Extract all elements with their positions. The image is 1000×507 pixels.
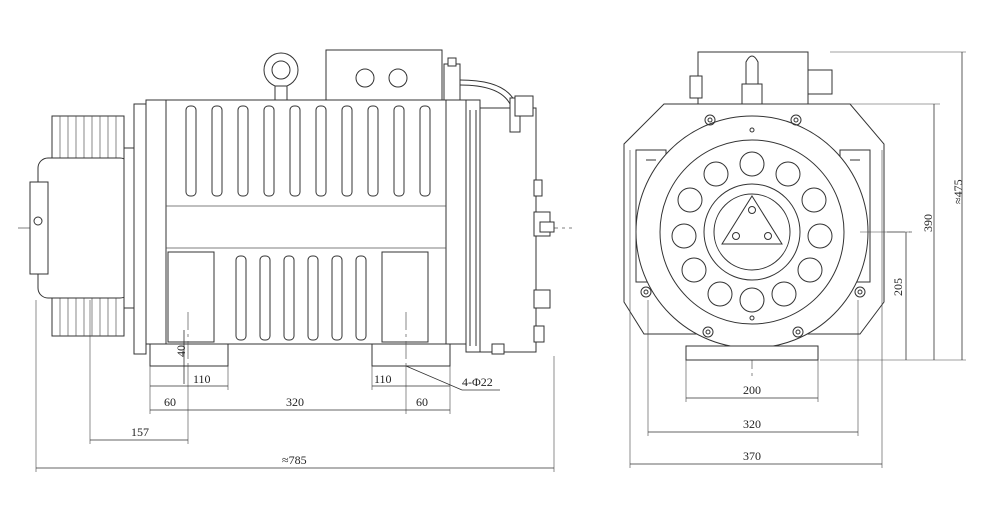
dim-320-feet: 320 <box>286 395 304 409</box>
dim-390: 390 <box>921 214 935 232</box>
cooling-fins-upper <box>185 105 431 197</box>
lifting-eye <box>263 52 299 101</box>
front-vent-holes <box>671 151 833 313</box>
side-window-right <box>381 251 429 343</box>
sheave-flange-left <box>123 147 135 309</box>
front-view: 200 320 370 205 390 ≈475 <box>623 51 966 468</box>
front-flange-inner <box>659 139 845 325</box>
shaft-nut <box>33 216 43 226</box>
cooling-fins-lower <box>235 255 367 341</box>
front-cable-gland-right <box>807 69 833 95</box>
side-view: 110 110 60 320 60 157 ≈785 40 4-Φ22 <box>18 49 572 472</box>
brake-bracket-upper <box>533 179 543 197</box>
sheave-hub <box>37 157 131 299</box>
front-terminal-box <box>689 51 833 107</box>
brake-bracket-lower <box>533 289 551 309</box>
dim-40: 40 <box>174 345 188 357</box>
front-shaft-triangle <box>721 195 783 245</box>
front-base <box>685 345 819 361</box>
dim-60-left: 60 <box>164 395 176 409</box>
side-window-left <box>167 251 215 343</box>
cable-gland-2 <box>388 68 408 88</box>
mounting-feet <box>149 312 451 367</box>
dim-370: 370 <box>743 449 761 463</box>
front-cable-gland-left <box>689 75 703 99</box>
side-view-dimensions: 110 110 60 320 60 157 ≈785 40 4-Φ22 <box>35 300 555 472</box>
cable-connector <box>443 63 461 101</box>
dim-60-right: 60 <box>416 395 428 409</box>
dim-157: 157 <box>131 425 149 439</box>
dim-110-right: 110 <box>374 372 392 386</box>
dim-mounting-holes: 4-Φ22 <box>462 375 493 389</box>
cable-gland-1 <box>355 68 375 88</box>
front-bolts <box>640 114 866 338</box>
dim-200: 200 <box>743 383 761 397</box>
dim-overall-length: ≈785 <box>282 453 307 467</box>
front-view-dimensions: 200 320 370 205 390 ≈475 <box>629 51 966 468</box>
motor-body <box>133 99 467 355</box>
dim-overall-height: ≈475 <box>951 179 965 204</box>
traction-sheave <box>29 115 135 337</box>
dim-110-left: 110 <box>193 372 211 386</box>
brake-assembly <box>465 95 555 355</box>
front-hub <box>703 183 801 281</box>
shaft-end <box>29 181 49 275</box>
dim-320-holes: 320 <box>743 417 761 431</box>
terminal-box <box>325 49 516 105</box>
dim-205: 205 <box>891 278 905 296</box>
